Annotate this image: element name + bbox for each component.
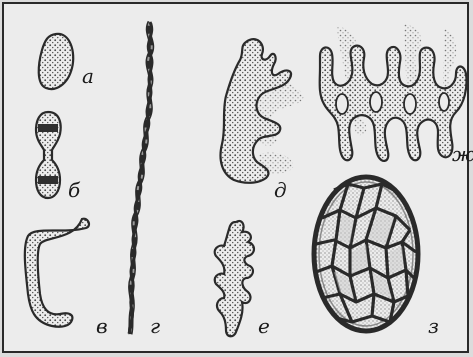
label-g: г <box>150 316 160 336</box>
shape-v-curved-filament <box>25 219 89 327</box>
label-d: д <box>274 180 287 200</box>
shape-b-dividing-cell <box>36 112 61 198</box>
label-a: а <box>82 66 94 86</box>
label-e: е <box>258 316 270 336</box>
shape-g-twisted-chain <box>130 22 152 334</box>
label-b: б <box>68 180 80 200</box>
shape-d-branched-body <box>221 39 305 183</box>
shape-zh-network-body <box>320 24 467 161</box>
label-v: в <box>96 316 108 336</box>
shape-z-oval-reticulum <box>314 177 418 331</box>
label-z: з <box>428 316 439 336</box>
label-zh: ж <box>452 144 473 164</box>
shape-e-small-branched-body <box>215 221 254 336</box>
figure-panel: а б в г д е ж з <box>2 2 469 353</box>
shape-a-oval-cell <box>39 34 73 89</box>
